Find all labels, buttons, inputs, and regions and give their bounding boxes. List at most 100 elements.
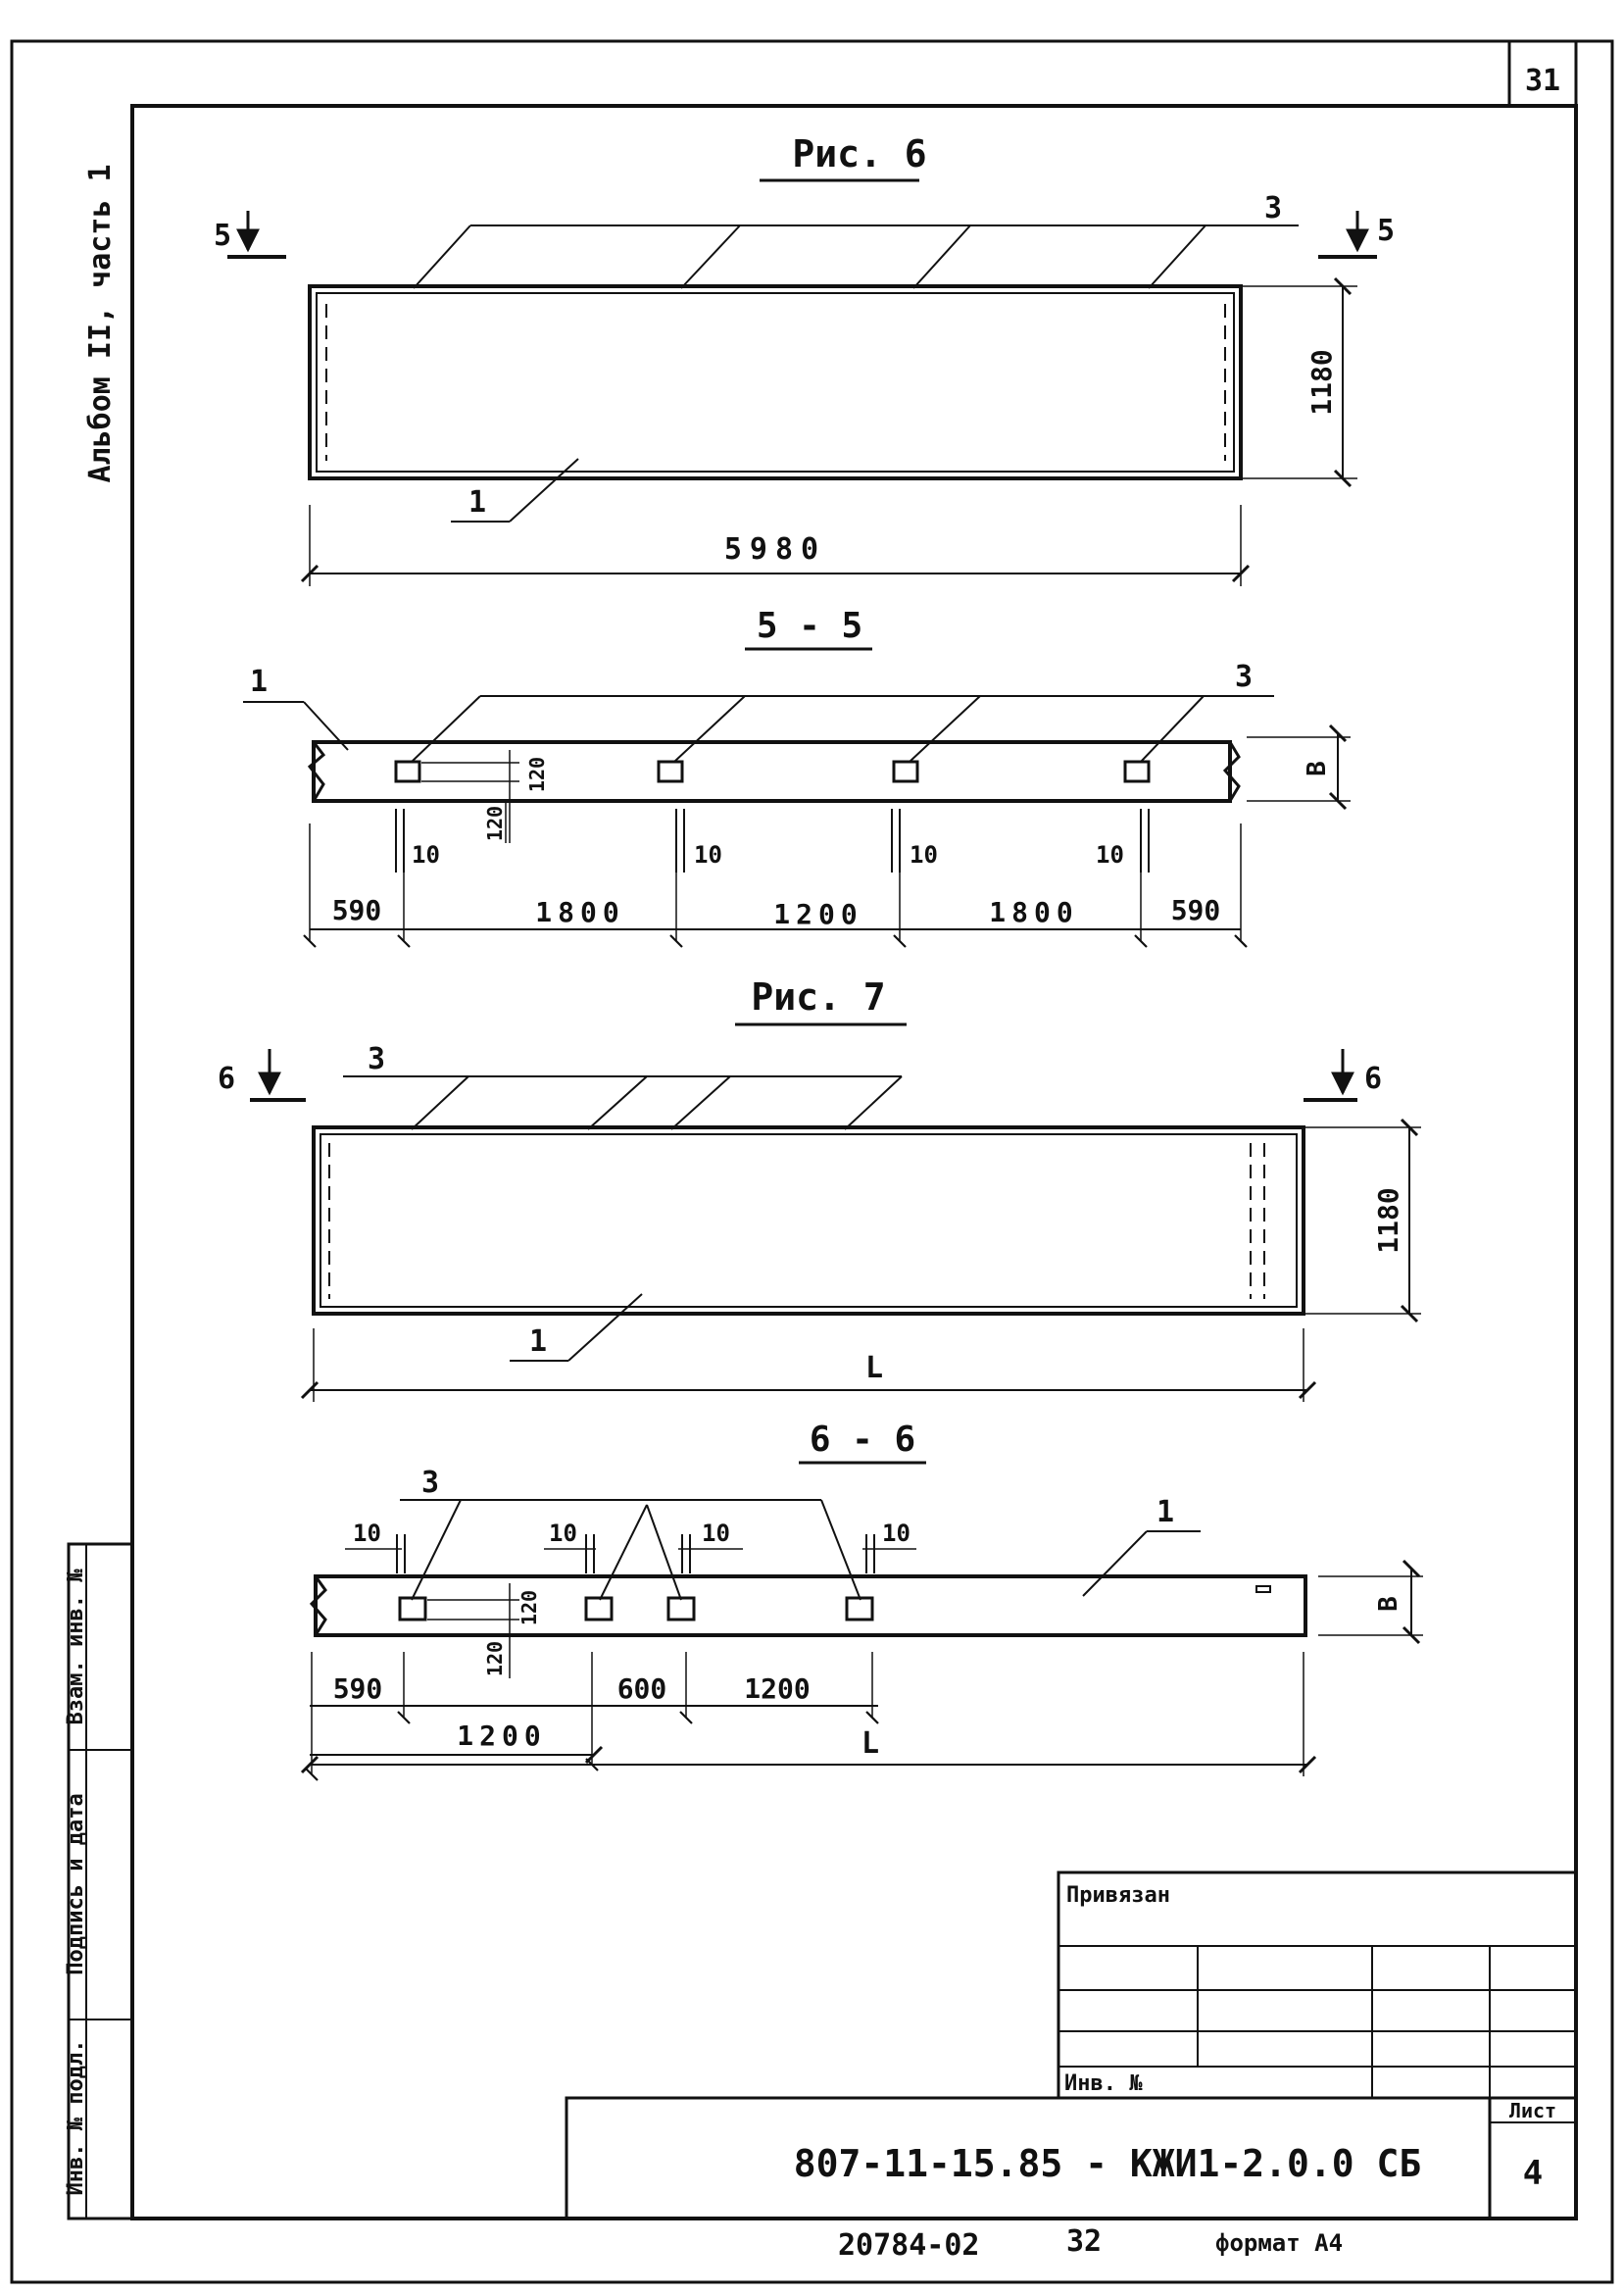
- figure-7-callout-3-branch: [844, 1075, 903, 1130]
- section-5-5: 5 - 5 1 3 B 120 120 10: [243, 606, 1351, 948]
- inner-frame: [130, 104, 1578, 2220]
- footer: 20784-02 32 формат А4: [838, 2224, 1343, 2263]
- section-5-5-bottom-dim: 1200: [773, 898, 862, 930]
- side-stamp-signature-date: Подпись и дата: [64, 1793, 88, 1974]
- figure-7-width-dim: 1180: [1372, 1187, 1404, 1253]
- section-5-5-gap-dim: 10: [412, 841, 440, 869]
- designation-frame: [565, 2096, 1578, 2220]
- linked-label: Привязан: [1066, 1883, 1170, 1908]
- section-5-5-bottom-dim: 1800: [989, 896, 1078, 928]
- section-5-5-callout-3-branch: [1140, 695, 1205, 763]
- title-block: Привязан Инв. № 807-11-15.85 - КЖИ1-2.0.…: [565, 1870, 1578, 2220]
- album-label: Альбом II, часть 1: [83, 164, 118, 482]
- section-6-6-detail-dim-a: 120: [517, 1590, 541, 1625]
- figure-6-callout-1: 1: [468, 485, 486, 520]
- section-5-5-insert: [1123, 760, 1151, 783]
- section-6-6-callout-3: 3: [421, 1466, 439, 1500]
- corner-number-box: [1507, 39, 1578, 108]
- side-stamp-inv-podl: Инв. № подл.: [64, 2040, 88, 2196]
- figure-7-callout-3-branch: [587, 1075, 648, 1130]
- outer-border: [10, 39, 1614, 2284]
- section-5-5-gap-dim: 10: [910, 841, 938, 869]
- inv-label: Инв. №: [1064, 2071, 1143, 2096]
- section-5-5-callout-3-branch: [909, 695, 981, 763]
- section-6-6-row1-dim: 600: [617, 1672, 667, 1705]
- section-6-6-gap-dim: 10: [549, 1520, 577, 1547]
- figure-7-callout-3-branch: [411, 1075, 469, 1130]
- section-6-6-gap-dim: 10: [702, 1520, 730, 1547]
- figure-6-callout-3-branch: [413, 224, 471, 289]
- figure-6-width-dim: 1180: [1305, 349, 1338, 415]
- figure-7: Рис. 7 6 6 3 1 1180 L: [218, 975, 1421, 1402]
- section-6-6-slab: [314, 1574, 1307, 1637]
- section-5-5-detail-dim-b: 120: [483, 806, 507, 841]
- section-5-5-detail-dim-a: 120: [525, 757, 549, 792]
- section-5-5-gap-dim: 10: [1096, 841, 1124, 869]
- section-6-6-row2-dim: 1200: [457, 1720, 546, 1752]
- designation: 807-11-15.85 - КЖИ1-2.0.0 СБ: [794, 2142, 1422, 2185]
- figure-6-callout-3-branch: [912, 224, 971, 289]
- section-5-5-gap-dim: 10: [694, 841, 722, 869]
- section-6-6-height-dim: B: [1374, 1596, 1403, 1612]
- section-5-5-bottom-dim: 1800: [535, 896, 624, 928]
- section-5-5-slab: [312, 740, 1232, 803]
- section-5-5-callout-1-branch: [303, 701, 349, 751]
- figure-6: Рис. 6 5 5 3 1 1180 5980: [214, 132, 1395, 586]
- section-5-5-bottom-dim: 590: [1171, 894, 1221, 926]
- section-5-5-callout-3-branch: [673, 695, 746, 763]
- figure-6-callout-3-branch: [1148, 224, 1206, 289]
- section-6-6-insert: [666, 1596, 696, 1621]
- section-6-6-row1-dim: 590: [333, 1672, 383, 1705]
- figure-6-callout-3-branch: [680, 224, 741, 289]
- figure-7-callout-1-branch: [567, 1293, 643, 1362]
- section-6-6-gap-dim: 10: [882, 1520, 910, 1547]
- section-5-5-height-dim: B: [1303, 761, 1332, 776]
- figure-6-panel-inner: [316, 292, 1235, 473]
- section-6-6-insert: [398, 1596, 427, 1621]
- section-5-5-insert: [394, 760, 421, 783]
- section-6-6-row1-dim: 1200: [744, 1672, 810, 1705]
- figure-7-callout-1: 1: [529, 1324, 547, 1359]
- cut-mark-6-left: 6: [218, 1062, 235, 1096]
- cut-mark-6-right: 6: [1364, 1062, 1382, 1096]
- figure-7-title: Рис. 7: [751, 975, 885, 1019]
- figure-6-length-dim: 5980: [724, 532, 826, 567]
- figure-7-length-dim: L: [865, 1351, 883, 1385]
- section-6-6-insert: [584, 1596, 614, 1621]
- side-stamp: Инв. № подл. Подпись и дата Взам. инв. №: [64, 1542, 134, 2220]
- section-5-5-bottom-dim: 590: [332, 894, 382, 926]
- sheet-number: 4: [1523, 2154, 1543, 2193]
- side-stamp-frame: [67, 1542, 134, 2220]
- section-6-6-callout-3-branch: [411, 1499, 462, 1601]
- section-6-6-gap-dim: 10: [353, 1520, 381, 1547]
- section-6-6-callout-3-branch: [599, 1504, 648, 1601]
- section-6-6: 6 - 6 3 1 10 10 10: [300, 1420, 1423, 1781]
- figure-7-panel-inner: [320, 1133, 1298, 1308]
- section-6-6-insert: [845, 1596, 874, 1621]
- section-5-5-callout-3: 3: [1235, 660, 1253, 694]
- figure-6-panel-outline: [308, 284, 1243, 480]
- section-6-6-callout-3-branch: [646, 1504, 682, 1601]
- section-6-6-callout-3-branch: [820, 1499, 861, 1601]
- section-6-6-title: 6 - 6: [810, 1420, 915, 1460]
- figure-7-callout-3-branch: [670, 1075, 731, 1130]
- figure-6-callout-1-branch: [509, 458, 579, 523]
- side-stamp-vzam-inv: Взам. инв. №: [64, 1569, 88, 1725]
- section-5-5-title: 5 - 5: [757, 606, 862, 646]
- section-6-6-callout-1-branch: [1082, 1530, 1148, 1597]
- cut-mark-5-right: 5: [1377, 214, 1395, 248]
- section-6-6-total-dim: L: [861, 1726, 879, 1761]
- footer-code: 20784-02: [838, 2228, 980, 2263]
- section-6-6-break-left: [309, 1575, 327, 1636]
- section-5-5-break-right: [1222, 741, 1241, 802]
- sheet-label: Лист: [1509, 2099, 1556, 2122]
- cut-mark-5-left: 5: [214, 219, 231, 253]
- footer-format: формат А4: [1215, 2229, 1343, 2257]
- section-5-5-callout-1: 1: [250, 665, 268, 699]
- footer-page: 32: [1066, 2224, 1102, 2259]
- figure-7-panel-outline: [312, 1125, 1305, 1316]
- section-5-5-insert: [892, 760, 919, 783]
- section-6-6-end-mark: [1255, 1585, 1271, 1593]
- section-6-6-detail-dim-b: 120: [483, 1641, 507, 1676]
